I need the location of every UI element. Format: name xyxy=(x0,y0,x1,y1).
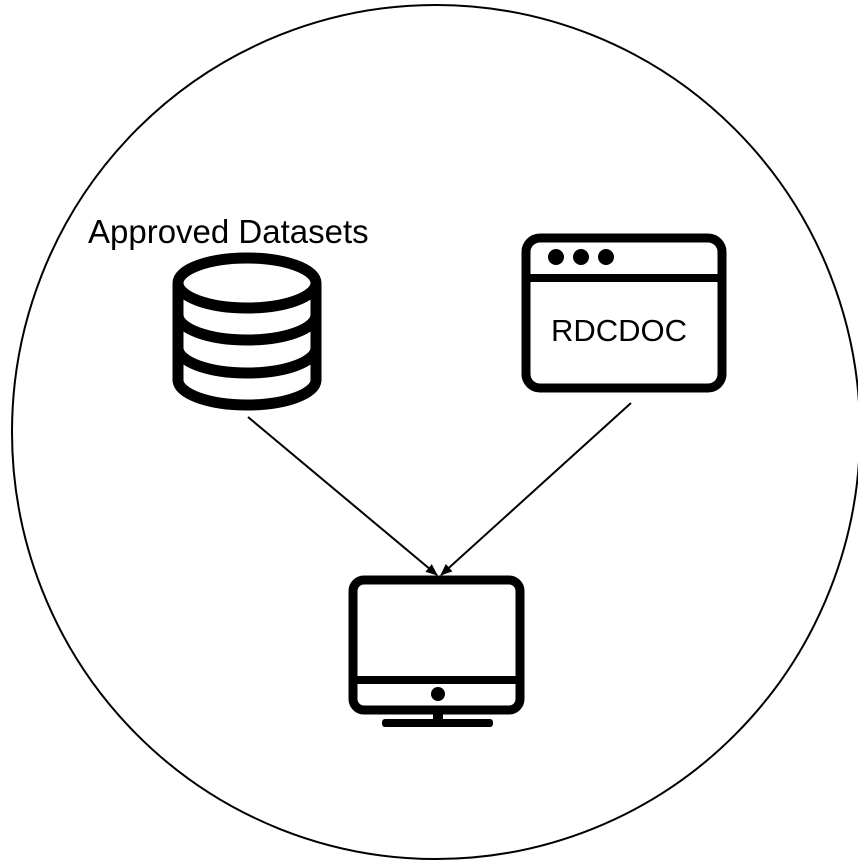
browser-window-icon xyxy=(521,233,727,393)
power-button-icon xyxy=(431,687,445,701)
datasets-label: Approved Datasets xyxy=(88,213,369,250)
window-dot-1 xyxy=(548,249,564,265)
window-dot-3 xyxy=(598,249,614,265)
arrow-datasets-to-computer xyxy=(247,416,438,576)
rdcdoc-label: RDCDOC xyxy=(551,313,688,348)
boundary-circle xyxy=(11,4,858,860)
database-icon xyxy=(172,252,322,411)
desktop-monitor-icon xyxy=(348,575,525,727)
window-dot-2 xyxy=(573,249,589,265)
arrow-rdcdoc-to-computer xyxy=(440,402,632,576)
